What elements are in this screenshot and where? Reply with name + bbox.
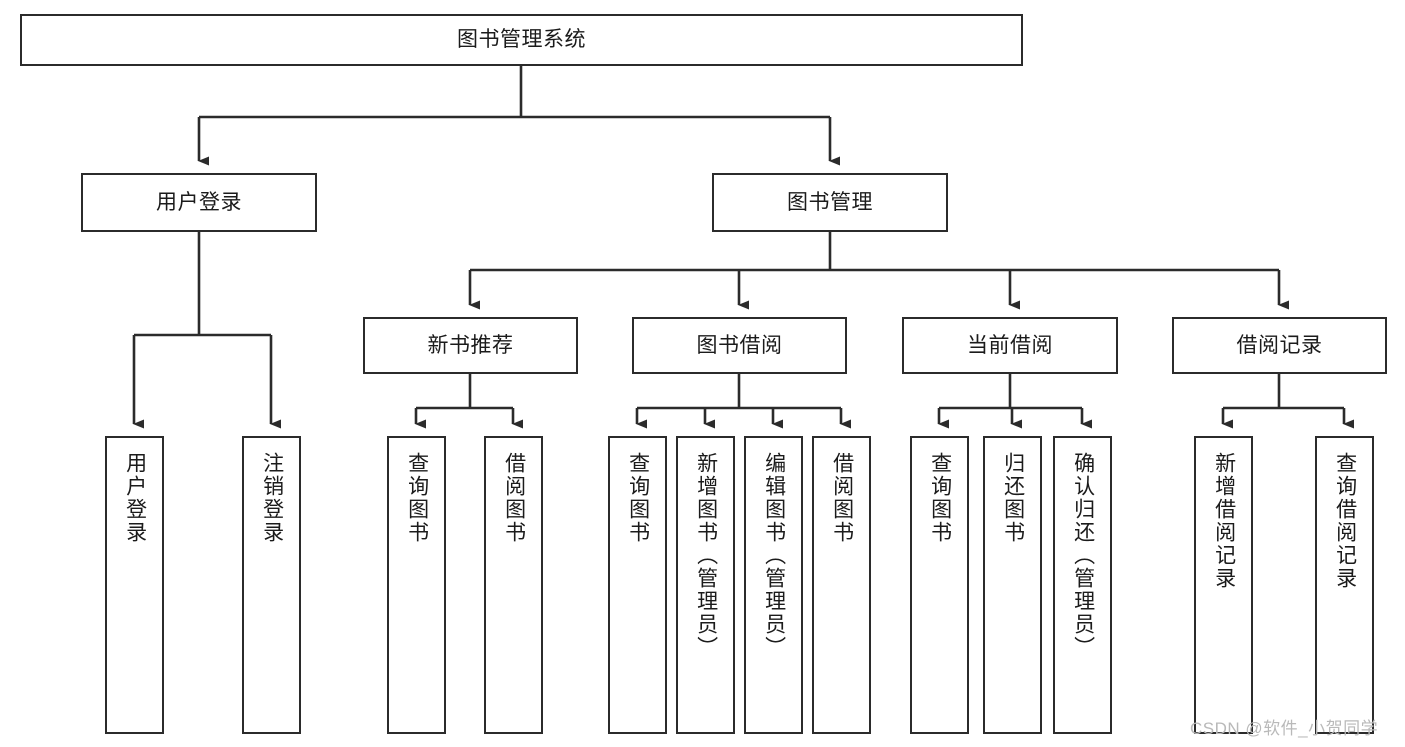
- node-label: 新增图书（管理员）: [694, 452, 718, 659]
- node-level2-1: 用户登录: [81, 173, 317, 232]
- node-level3-4: 借阅记录: [1172, 317, 1387, 374]
- node-label: 借阅记录: [1236, 333, 1323, 357]
- node-leaf-11: 确认归还（管理员）: [1053, 436, 1112, 734]
- node-label: 查询图书: [405, 452, 429, 544]
- node-label: 查询图书: [928, 452, 952, 544]
- node-leaf-2: 注销登录: [242, 436, 301, 734]
- node-level3-1: 新书推荐: [363, 317, 578, 374]
- node-label: 图书管理系统: [457, 28, 586, 52]
- node-leaf-5: 查询图书: [608, 436, 667, 734]
- node-leaf-10: 归还图书: [983, 436, 1042, 734]
- node-label: 用户登录: [156, 190, 242, 214]
- node-label: 当前借阅: [967, 333, 1053, 357]
- node-leaf-1: 用户登录: [105, 436, 164, 734]
- node-label: 编辑图书（管理员）: [762, 452, 786, 659]
- node-label: 注销登录: [260, 452, 284, 544]
- node-leaf-9: 查询图书: [910, 436, 969, 734]
- node-label: 新增借阅记录: [1212, 452, 1236, 590]
- node-label: 确认归还（管理员）: [1071, 452, 1095, 659]
- node-label: 查询借阅记录: [1333, 452, 1357, 590]
- node-level2-2: 图书管理: [712, 173, 948, 232]
- node-leaf-4: 借阅图书: [484, 436, 543, 734]
- node-leaf-7: 编辑图书（管理员）: [744, 436, 803, 734]
- node-label: 归还图书: [1001, 452, 1025, 544]
- node-leaf-13: 查询借阅记录: [1315, 436, 1374, 734]
- node-leaf-12: 新增借阅记录: [1194, 436, 1253, 734]
- node-label: 图书管理: [787, 190, 873, 214]
- node-label: 用户登录: [123, 452, 147, 544]
- node-label: 借阅图书: [830, 452, 854, 544]
- node-label: 图书借阅: [696, 333, 783, 357]
- node-leaf-8: 借阅图书: [812, 436, 871, 734]
- node-leaf-6: 新增图书（管理员）: [676, 436, 735, 734]
- node-label: 查询图书: [626, 452, 650, 544]
- node-level3-3: 当前借阅: [902, 317, 1118, 374]
- node-root-system: 图书管理系统: [20, 14, 1023, 66]
- node-level3-2: 图书借阅: [632, 317, 847, 374]
- node-label: 借阅图书: [502, 452, 526, 544]
- node-label: 新书推荐: [427, 333, 514, 357]
- node-leaf-3: 查询图书: [387, 436, 446, 734]
